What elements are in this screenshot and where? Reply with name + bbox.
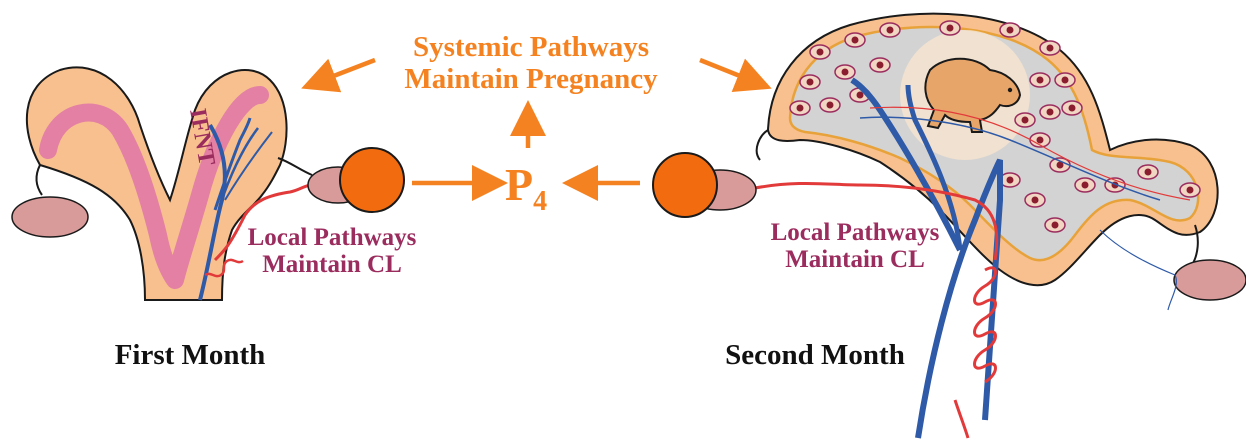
hormone-p4-base: P [505, 159, 533, 210]
arrow-systemic-to-left [318, 60, 375, 82]
cotyledon-core [1032, 197, 1039, 204]
second-month-ovary-right [1174, 260, 1246, 300]
cotyledon-core [817, 49, 824, 56]
cotyledon-core [797, 105, 804, 112]
cotyledon-core [887, 27, 894, 34]
cotyledon-core [947, 25, 954, 32]
cotyledon-core [1069, 105, 1076, 112]
cotyledon-core [1082, 182, 1089, 189]
first-month-ovary-cl [308, 148, 404, 212]
hormone-p4: P4 [505, 159, 547, 217]
first-month-corpus-luteum [340, 148, 404, 212]
cotyledon-core [807, 79, 814, 86]
left-local-label-line2: Maintain CL [262, 251, 402, 278]
cotyledon-core [1037, 77, 1044, 84]
first-month-oviduct [278, 158, 312, 175]
hormone-p4-sub: 4 [533, 186, 547, 217]
cotyledon-core [1022, 117, 1029, 124]
cotyledon-core [827, 102, 834, 109]
cotyledon-core [1062, 77, 1069, 84]
first-month-lower-tip [36, 165, 42, 195]
cotyledon-core [1187, 187, 1194, 194]
cotyledon-core [1145, 169, 1152, 176]
second-month-corpus-luteum [653, 153, 717, 217]
cotyledon-core [852, 37, 859, 44]
caption-second-month: Second Month [725, 339, 905, 371]
cotyledon-core [1047, 45, 1054, 52]
first-month-ovary-left [12, 197, 88, 237]
right-local-label-line1: Local Pathways [771, 219, 940, 246]
cotyledon-core [842, 69, 849, 76]
cotyledon-core [1052, 222, 1059, 229]
systemic-label-line1: Systemic Pathways [413, 31, 649, 63]
cotyledon-core [1047, 109, 1054, 116]
left-local-label-line1: Local Pathways [248, 224, 417, 251]
cotyledon-core [1007, 27, 1014, 34]
arrow-systemic-to-right [700, 60, 755, 82]
systemic-label-line2: Maintain Pregnancy [404, 63, 658, 95]
right-local-label-line2: Maintain CL [785, 246, 925, 273]
second-month-ovary-cl [653, 153, 756, 217]
caption-first-month: First Month [115, 339, 266, 371]
cotyledon-core [1037, 137, 1044, 144]
cotyledon-core [877, 62, 884, 69]
cotyledon-core [1007, 177, 1014, 184]
